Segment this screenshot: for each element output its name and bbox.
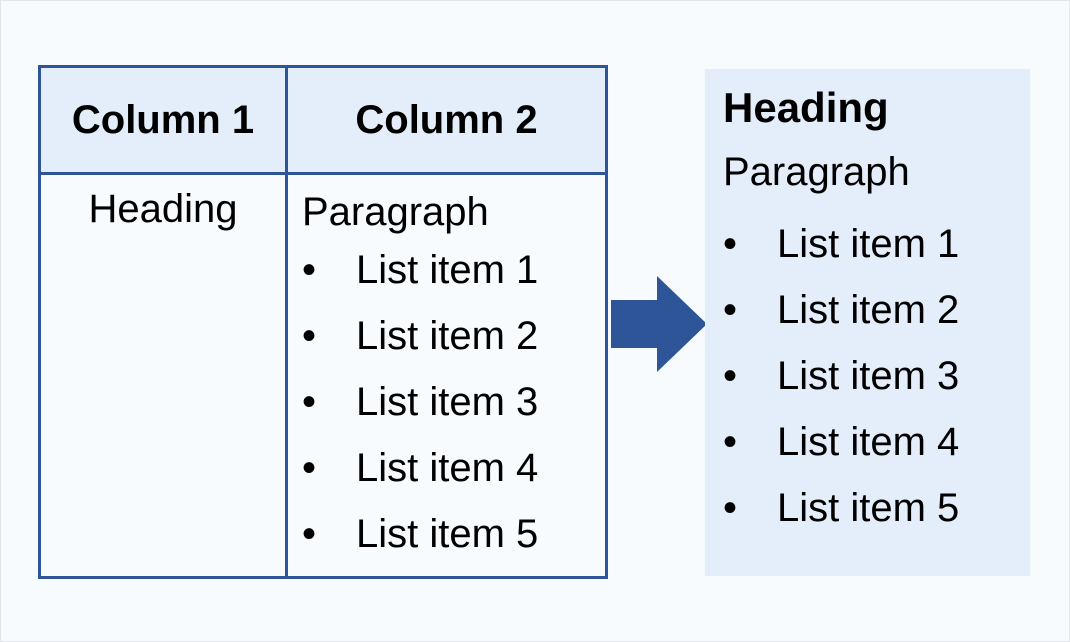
- list-item-text: List item 1: [356, 248, 539, 292]
- heading-cell-text: Heading: [88, 187, 238, 231]
- result-block: Heading Paragraph • List item 1 • List ite…: [705, 69, 1030, 576]
- table-header-row: Column 1 Column 2: [38, 65, 608, 175]
- list-item-text: List item 5: [356, 512, 539, 556]
- bullet-icon: •: [723, 222, 738, 266]
- bullet-icon: •: [723, 354, 738, 398]
- bullet-icon: •: [302, 314, 317, 358]
- list-item-text: List item 5: [777, 486, 960, 530]
- list-item: • List item 1: [723, 211, 1030, 277]
- list-item-text: List item 4: [356, 446, 539, 490]
- bullet-icon: •: [302, 248, 317, 292]
- result-heading: Heading: [723, 84, 889, 131]
- list-item: • List item 4: [723, 409, 1030, 475]
- bullet-icon: •: [302, 512, 317, 556]
- bullet-icon: •: [723, 420, 738, 464]
- paragraph-cell-text: Paragraph: [302, 190, 489, 234]
- list-item: • List item 3: [302, 369, 605, 435]
- list-item: • List item 2: [723, 277, 1030, 343]
- list-item-text: List item 3: [356, 380, 539, 424]
- bullet-icon: •: [723, 288, 738, 332]
- heading-cell: Heading: [38, 172, 288, 579]
- list-item: • List item 5: [302, 501, 605, 567]
- bullet-icon: •: [723, 486, 738, 530]
- result-list: • List item 1 • List item 2 • List item 3 •…: [723, 211, 1030, 541]
- list-item: • List item 3: [723, 343, 1030, 409]
- list-item-text: List item 2: [356, 314, 539, 358]
- list-item-text: List item 1: [777, 222, 960, 266]
- list-item: • List item 1: [302, 237, 605, 303]
- list-item: • List item 5: [723, 475, 1030, 541]
- right-arrow-icon: [611, 276, 707, 372]
- list-item: • List item 4: [302, 435, 605, 501]
- list-item-text: List item 3: [777, 354, 960, 398]
- bullet-icon: •: [302, 380, 317, 424]
- arrow-shape: [611, 276, 707, 372]
- list-item-text: List item 2: [777, 288, 960, 332]
- table-list: • List item 1 • List item 2 • List item 3 •…: [302, 237, 605, 567]
- bullet-icon: •: [302, 446, 317, 490]
- column-1-header: Column 1: [38, 65, 288, 175]
- list-item: • List item 2: [302, 303, 605, 369]
- content-cell: Paragraph • List item 1 • List item 2 • Lis…: [285, 172, 608, 579]
- table-row: Heading Paragraph • List item 1 • List ite…: [38, 172, 608, 579]
- source-table: Column 1 Column 2 Heading Paragraph • Lis…: [38, 65, 608, 579]
- column-2-header: Column 2: [285, 65, 608, 175]
- list-item-text: List item 4: [777, 420, 960, 464]
- result-paragraph: Paragraph: [723, 150, 910, 194]
